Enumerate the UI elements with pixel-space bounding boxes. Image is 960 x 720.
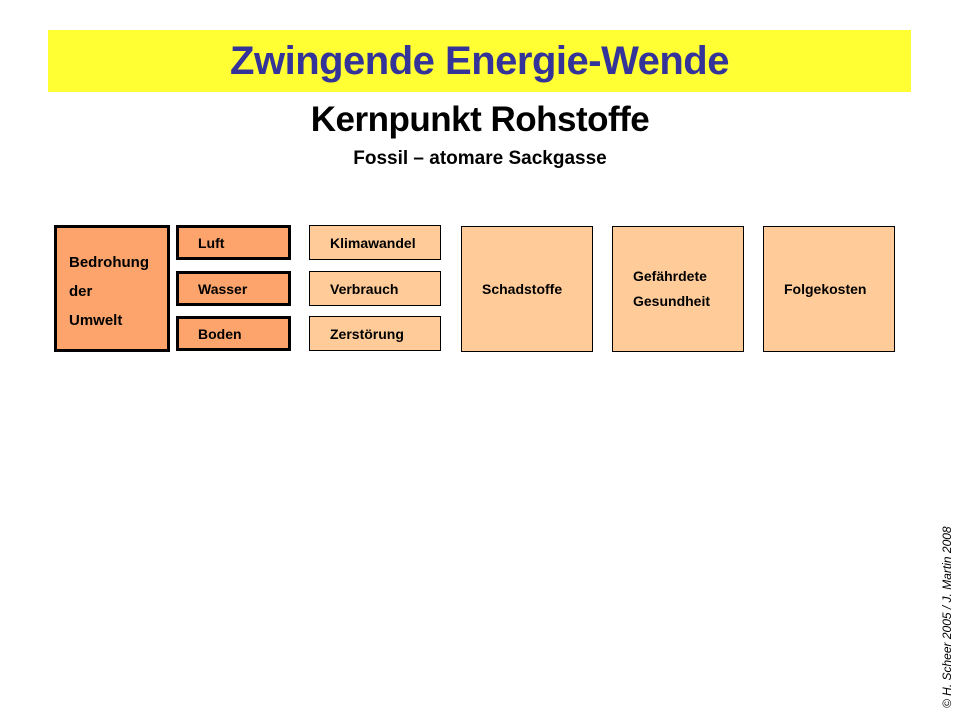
- box-label: Klimawandel: [330, 234, 416, 251]
- box-label: Wasser: [198, 280, 248, 297]
- slide-title: Zwingende Energie-Wende: [230, 38, 729, 83]
- box-label: Zerstörung: [330, 325, 404, 342]
- box-label-line: Bedrohung: [69, 254, 149, 271]
- box-label-line: der: [69, 283, 93, 300]
- box-klimawandel: Klimawandel: [309, 225, 441, 260]
- box-boden: Boden: [176, 316, 291, 351]
- box-verbrauch: Verbrauch: [309, 271, 441, 306]
- box-label: Boden: [198, 325, 242, 342]
- box-gefaehrdete-gesundheit: Gefährdete Gesundheit: [612, 226, 744, 352]
- box-wasser: Wasser: [176, 271, 291, 306]
- slide-subheading: Fossil – atomare Sackgasse: [353, 148, 607, 169]
- box-zerstoerung: Zerstörung: [309, 316, 441, 351]
- box-label: Luft: [198, 234, 225, 251]
- box-label: Verbrauch: [330, 280, 399, 297]
- box-schadstoffe: Schadstoffe: [461, 226, 593, 352]
- box-label-line: Umwelt: [69, 312, 123, 329]
- box-bedrohung-der-umwelt: Bedrohung der Umwelt: [54, 225, 170, 352]
- box-label: Schadstoffe: [482, 280, 563, 297]
- box-folgekosten: Folgekosten: [763, 226, 895, 352]
- box-label-line: Gefährdete: [633, 268, 707, 284]
- slide-heading: Kernpunkt Rohstoffe: [310, 100, 650, 139]
- title-banner: Zwingende Energie-Wende: [48, 30, 911, 92]
- copyright-text: © H. Scheer 2005 / J. Martin 2008: [940, 526, 954, 708]
- box-label-line: Gesundheit: [633, 293, 711, 309]
- box-label: Folgekosten: [784, 280, 867, 297]
- box-luft: Luft: [176, 225, 291, 260]
